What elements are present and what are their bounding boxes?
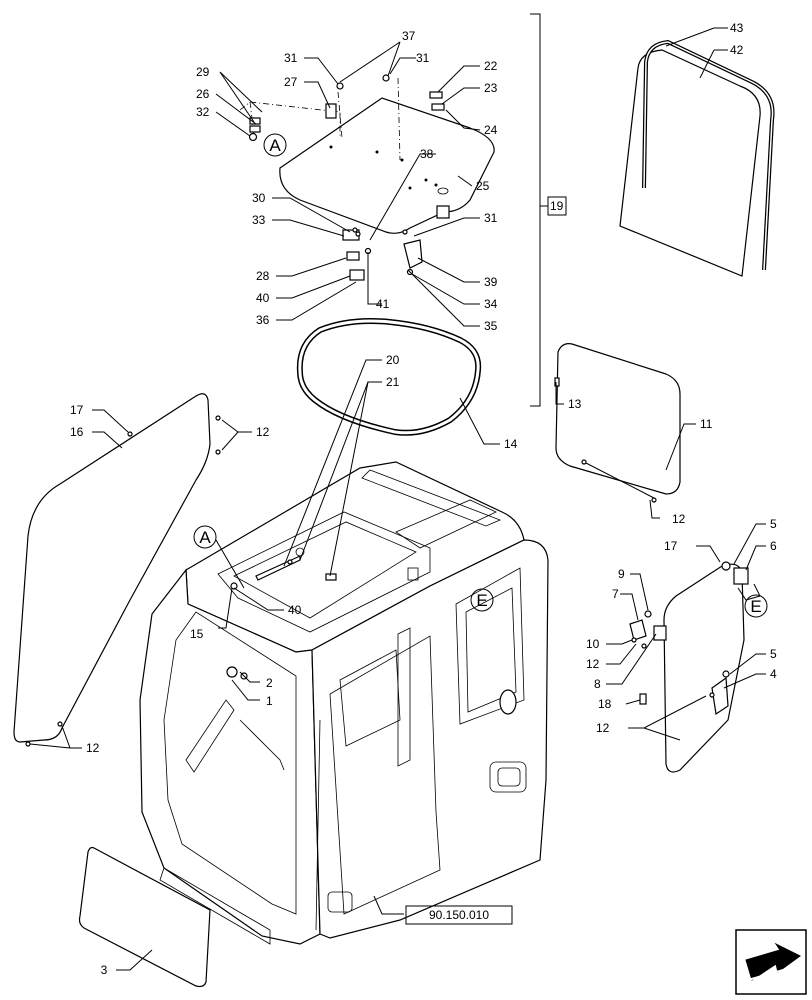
callout-17-door: 17 — [664, 539, 678, 553]
callouts: 1 2 3 4 5 5 6 7 8 9 10 11 12 12 12 12 12… — [70, 21, 777, 977]
callout-16: 16 — [70, 425, 84, 439]
callout-20: 20 — [386, 353, 400, 367]
callout-40-cab: 40 — [288, 603, 302, 617]
callout-12-left-top: 12 — [256, 425, 270, 439]
callout-31-c: 31 — [484, 211, 498, 225]
callout-41: 41 — [376, 297, 390, 311]
callout-13: 13 — [568, 397, 582, 411]
detail-marker-a-cab — [193, 525, 217, 549]
callout-31-a: 31 — [284, 51, 298, 65]
callout-3: 3 — [101, 963, 108, 977]
callout-34: 34 — [484, 297, 498, 311]
left-window-glass — [13, 393, 221, 747]
callout-11: 11 — [700, 417, 713, 431]
callout-2: 2 — [266, 676, 273, 690]
callout-10: 10 — [586, 637, 600, 651]
callout-19: 19 — [550, 199, 564, 213]
detail-marker-a-cab-label: A — [199, 528, 211, 547]
callout-42: 42 — [730, 43, 744, 57]
detail-marker-e-cab — [470, 588, 494, 612]
callout-26: 26 — [196, 87, 210, 101]
callout-14: 14 — [504, 437, 518, 451]
callout-39: 39 — [484, 275, 498, 289]
callout-38: 38 — [420, 147, 434, 161]
roof-hardware — [248, 74, 450, 281]
detail-marker-e-cab-label: E — [476, 591, 487, 610]
ref-box-19 — [547, 196, 567, 216]
callout-12-door: 12 — [586, 657, 600, 671]
callout-35: 35 — [484, 319, 498, 333]
callout-40-roof: 40 — [256, 291, 270, 305]
callout-22: 22 — [484, 59, 498, 73]
callout-30: 30 — [252, 191, 266, 205]
callout-12-door-lower: 12 — [596, 721, 610, 735]
callout-12-side: 12 — [672, 512, 686, 526]
callout-21: 21 — [386, 375, 400, 389]
door-window-glass — [629, 561, 761, 773]
callout-15: 15 — [190, 627, 204, 641]
callout-33: 33 — [252, 213, 266, 227]
callout-31-b: 31 — [416, 51, 430, 65]
detail-marker-a-top-label: A — [269, 136, 281, 155]
callout-4: 4 — [770, 667, 777, 681]
detail-marker-a-top — [263, 133, 287, 157]
callout-7: 7 — [612, 587, 619, 601]
callout-36: 36 — [256, 313, 270, 327]
callout-6: 6 — [770, 539, 777, 553]
callout-9: 9 — [618, 567, 625, 581]
callout-5b: 5 — [770, 647, 777, 661]
callout-25: 25 — [476, 179, 490, 193]
detail-marker-e-door — [744, 594, 768, 618]
callout-18: 18 — [598, 697, 612, 711]
callout-8: 8 — [594, 677, 601, 691]
arrow-icon[interactable] — [735, 929, 807, 995]
callout-24: 24 — [484, 123, 498, 137]
callout-43: 43 — [730, 21, 744, 35]
leader-lines — [29, 41, 766, 971]
callout-17-left: 17 — [70, 403, 84, 417]
callout-5a: 5 — [770, 517, 777, 531]
side-window-glass — [554, 343, 681, 503]
callout-28: 28 — [256, 269, 270, 283]
callout-32: 32 — [196, 105, 210, 119]
callout-37: 37 — [402, 29, 416, 43]
callout-27: 27 — [284, 75, 298, 89]
rear-window-glass — [619, 39, 775, 277]
callout-1: 1 — [266, 694, 273, 708]
lower-front-glass — [78, 846, 211, 988]
callout-23: 23 — [484, 81, 498, 95]
cab-frame — [139, 461, 549, 945]
roof-panel — [279, 97, 495, 234]
callout-12-left-bottom: 12 — [86, 741, 100, 755]
reference-label: 90.150.010 — [429, 908, 489, 922]
detail-marker-e-door-label: E — [750, 597, 761, 616]
roof-window-seal — [296, 318, 482, 436]
callout-29: 29 — [196, 65, 210, 79]
reference-box — [405, 905, 513, 925]
